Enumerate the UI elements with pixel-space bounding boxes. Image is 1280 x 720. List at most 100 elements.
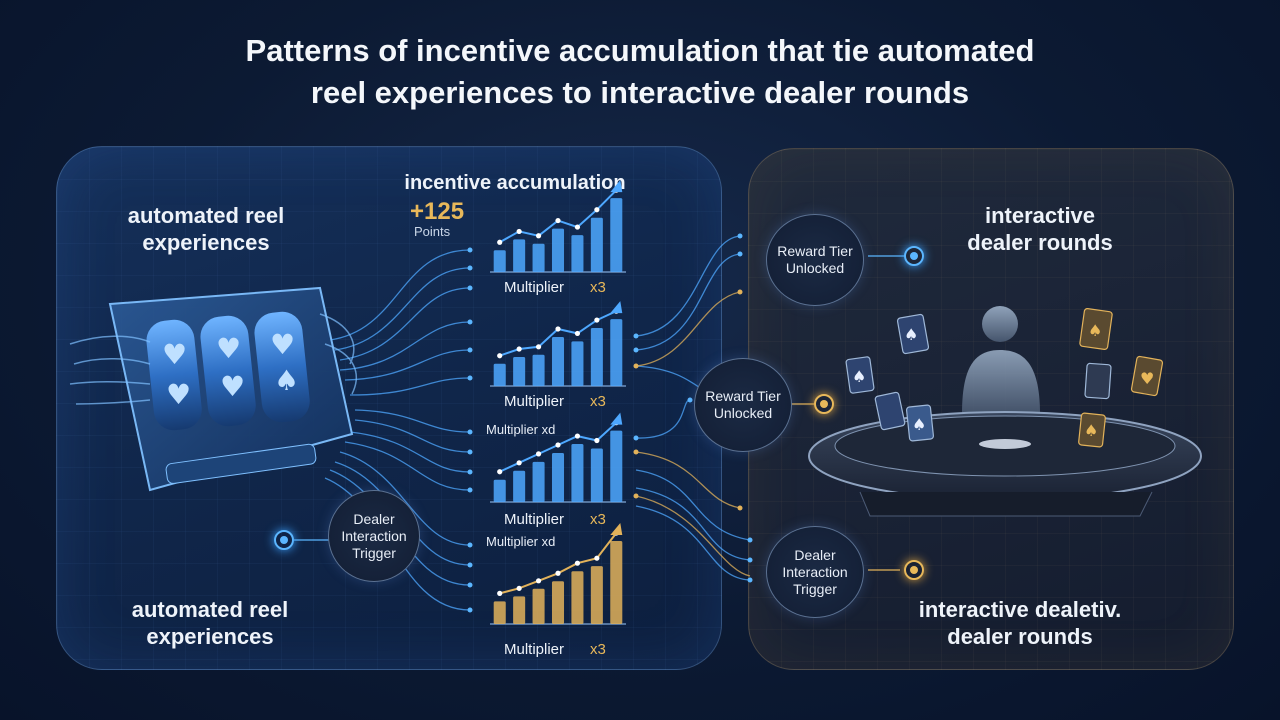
chart-bar xyxy=(532,461,545,502)
chart-bar xyxy=(590,217,603,272)
multiplier-chart-1: Multiplier x3 xyxy=(490,180,626,296)
points-value: +125 xyxy=(410,198,465,225)
chart-bar xyxy=(610,430,623,502)
chart-arrow xyxy=(610,301,623,314)
multiplier-chart-4: Multiplier xd Multiplier x3 xyxy=(486,523,626,658)
chart-point xyxy=(497,590,503,596)
chart-point xyxy=(535,233,542,239)
chart-point xyxy=(516,585,522,591)
chart-point xyxy=(535,578,542,584)
svg-text:♥: ♥ xyxy=(216,332,241,365)
svg-text:♠: ♠ xyxy=(1084,421,1098,440)
svg-text:♠: ♠ xyxy=(852,367,866,386)
chart-bar xyxy=(513,596,526,624)
chart-bar xyxy=(590,566,603,624)
chart-point xyxy=(497,239,503,245)
incentive-heading: incentive accumulation xyxy=(404,172,626,194)
chart-top-label: Multiplier xd xyxy=(486,534,555,549)
chart-bar xyxy=(551,336,565,386)
chart-point xyxy=(594,207,600,213)
chart-point xyxy=(497,353,503,359)
trigger-node-left xyxy=(274,530,294,550)
chart-point xyxy=(535,451,542,457)
reel-label-top: automated reel experiences xyxy=(127,203,285,255)
svg-text:♥: ♥ xyxy=(162,338,187,371)
chart-bar xyxy=(493,479,506,502)
trigger-node-right xyxy=(904,560,924,580)
svg-text:♠: ♠ xyxy=(1088,321,1102,340)
chart-footer-label: Multiplier xyxy=(504,393,564,410)
reward-node-1 xyxy=(904,246,924,266)
chart-bar xyxy=(610,319,623,386)
chart-point xyxy=(574,433,581,439)
chart-bar xyxy=(551,228,565,272)
chart-point xyxy=(516,460,522,466)
chart-point xyxy=(574,224,581,230)
slot-machine-illustration: ♥♥♥ ♥♥♠ xyxy=(69,286,357,492)
dealer-label-bottom: interactive dealetiv. dealer rounds xyxy=(918,597,1122,649)
page-title: Patterns of incentive accumulation that … xyxy=(0,30,1280,114)
chart-bar xyxy=(532,354,545,386)
chart-bar xyxy=(493,250,506,272)
svg-text:♥: ♥ xyxy=(1140,369,1154,388)
chart-footer-label: Multiplier xyxy=(504,279,564,296)
chart-bar xyxy=(610,198,623,272)
multiplier-chart-2: Multiplier x3 xyxy=(490,301,626,410)
chart-footer-label: Multiplier xyxy=(504,511,564,528)
title-line-1: Patterns of incentive accumulation that … xyxy=(245,33,1035,68)
svg-text:♥: ♥ xyxy=(166,378,191,411)
dealer-label-top: interactive dealer rounds xyxy=(967,203,1113,255)
svg-text:♠: ♠ xyxy=(912,415,926,434)
chart-bar xyxy=(493,363,506,386)
chart-bar xyxy=(571,341,584,386)
reward-tier-circle-1: Reward Tier Unlocked xyxy=(766,214,864,306)
svg-text:♥: ♥ xyxy=(270,328,295,361)
chart-arrow xyxy=(610,412,623,425)
chart-point xyxy=(574,330,581,337)
chart-bar xyxy=(610,541,623,624)
chart-bar xyxy=(513,470,526,502)
chart-arrow xyxy=(610,180,623,193)
chart-bar xyxy=(532,243,545,272)
reward-node-2 xyxy=(814,394,834,414)
chart-bar xyxy=(532,588,545,624)
chart-point xyxy=(555,442,561,448)
chart-point xyxy=(555,326,561,332)
svg-text:♠: ♠ xyxy=(904,325,918,344)
points-label: Points xyxy=(414,224,451,239)
chart-point xyxy=(516,228,522,235)
title-line-2: reel experiences to interactive dealer r… xyxy=(310,75,970,110)
chart-bar xyxy=(551,581,565,624)
reel-label-bottom: automated reel experiences xyxy=(131,597,289,649)
chart-bar xyxy=(493,601,506,624)
chart-multiplier-value: x3 xyxy=(590,511,606,528)
svg-text:♠: ♠ xyxy=(274,364,299,397)
chart-multiplier-value: x3 xyxy=(590,279,606,296)
dealer-trigger-circle-right: Dealer Interaction Trigger xyxy=(766,526,864,618)
svg-text:♥: ♥ xyxy=(220,370,245,403)
chart-bar xyxy=(590,328,603,386)
chart-arrow xyxy=(610,523,623,536)
chart-footer-label: Multiplier xyxy=(504,641,564,658)
chart-bar xyxy=(513,239,526,272)
chart-bar xyxy=(551,452,565,502)
chart-multiplier-value: x3 xyxy=(590,393,606,410)
dealer-trigger-circle-left: Dealer Interaction Trigger xyxy=(328,490,420,582)
chart-bar xyxy=(571,235,584,272)
chart-point xyxy=(594,317,600,323)
chart-bar xyxy=(513,357,526,386)
chart-point xyxy=(555,570,561,576)
chart-point xyxy=(555,217,561,224)
dealer-table-illustration: ♠ ♠ ♠ ♠ ♥ ♠ xyxy=(808,306,1202,517)
chart-point xyxy=(594,555,600,561)
chart-top-label: Multiplier xd xyxy=(486,422,555,437)
chart-bar xyxy=(571,444,584,502)
chart-point xyxy=(497,469,503,475)
chart-bar xyxy=(571,571,584,624)
chart-point xyxy=(535,344,542,350)
chart-multiplier-value: x3 xyxy=(590,641,606,658)
multiplier-chart-3: Multiplier xd Multiplier x3 xyxy=(486,412,626,528)
chart-bar xyxy=(590,448,603,502)
chart-point xyxy=(574,560,581,566)
